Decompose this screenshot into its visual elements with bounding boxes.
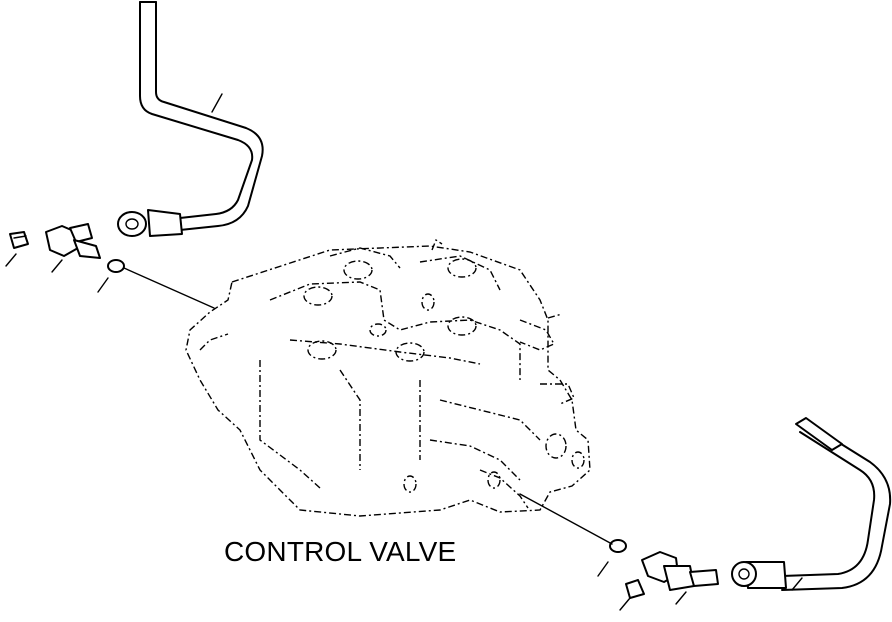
right-plug <box>619 579 645 611</box>
control-valve-body <box>185 238 591 517</box>
lower-tube-fitting <box>731 561 787 589</box>
upper-tube <box>139 1 264 231</box>
left-plug <box>5 231 29 267</box>
diagram-caption: CONTROL VALVE <box>224 536 457 567</box>
left-elbow-fitting <box>45 223 101 273</box>
left-o-ring <box>97 259 215 309</box>
right-elbow-fitting <box>641 551 719 605</box>
right-o-ring <box>519 493 627 577</box>
lower-tube <box>781 417 892 591</box>
upper-tube-fitting <box>117 209 183 237</box>
